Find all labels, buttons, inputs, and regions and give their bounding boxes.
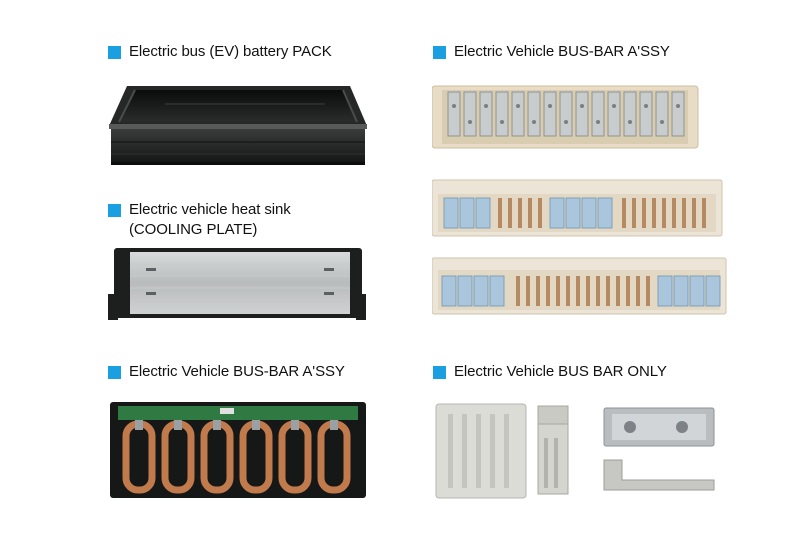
caption-battery-pack: Electric bus (EV) battery PACK [108,42,332,62]
caption-heat-sink-text: Electric vehicle heat sink (COOLING PLAT… [129,200,291,240]
caption-busbar-assy-bottom-text: Electric Vehicle BUS-BAR A'SSY [129,363,345,380]
square-bullet-icon [433,366,446,379]
busbar-assy-pcb-photo [110,402,366,498]
busbar-assy-photo-3 [432,256,728,316]
busbar-assy-photo-1 [432,82,700,152]
caption-busbar-only-text: Electric Vehicle BUS BAR ONLY [454,363,667,380]
battery-pack-photo [105,80,370,168]
caption-busbar-assy-top-text: Electric Vehicle BUS-BAR A'SSY [454,43,670,60]
caption-busbar-assy-bottom: Electric Vehicle BUS-BAR A'SSY [108,362,345,382]
cooling-plate-photo [106,246,368,322]
caption-busbar-only: Electric Vehicle BUS BAR ONLY [433,362,667,382]
caption-heat-sink-line2: (COOLING PLATE) [129,221,258,238]
busbar-only-photo [434,398,720,502]
square-bullet-icon [108,204,121,217]
caption-heat-sink: Electric vehicle heat sink (COOLING PLAT… [108,200,291,240]
square-bullet-icon [108,46,121,59]
busbar-assy-photo-2 [432,178,724,238]
square-bullet-icon [433,46,446,59]
caption-heat-sink-line1: Electric vehicle heat sink [129,201,291,218]
square-bullet-icon [108,366,121,379]
caption-battery-pack-text: Electric bus (EV) battery PACK [129,43,332,60]
caption-busbar-assy-top: Electric Vehicle BUS-BAR A'SSY [433,42,670,62]
